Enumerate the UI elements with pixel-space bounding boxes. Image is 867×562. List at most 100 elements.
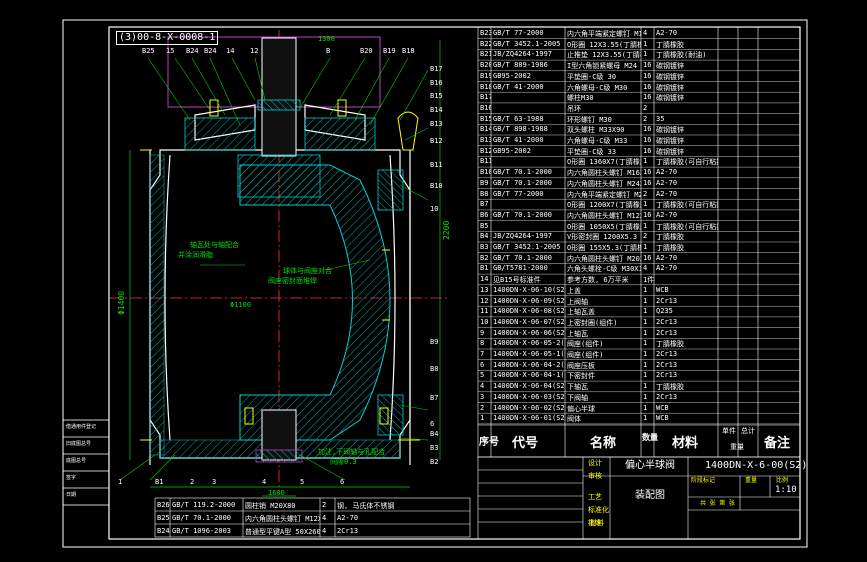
part-qty: 1 bbox=[643, 382, 648, 391]
part-mat: WCB bbox=[656, 285, 669, 294]
ratio-label: 比例 bbox=[776, 477, 789, 484]
note-left2: 并涂润滑脂 bbox=[178, 251, 213, 259]
bonnet-flange-right bbox=[304, 117, 376, 151]
part-qty: 2 bbox=[643, 232, 648, 241]
bottom-part-code: GB/T 119.2-2000 bbox=[172, 501, 236, 509]
drawing-type: 装配图 bbox=[635, 490, 665, 501]
upper-stem-seal bbox=[257, 99, 301, 111]
callout-right: B14 bbox=[430, 106, 443, 114]
part-code: 1400DN-X-06-10(S2) bbox=[493, 285, 565, 294]
part-qty: 1 bbox=[643, 403, 648, 412]
part-name: 阀座(组件) bbox=[567, 340, 604, 349]
part-mat: A2-70 bbox=[656, 264, 678, 273]
bottom-part-name: 圆柱销 M20X80 bbox=[245, 502, 296, 510]
material-label: 材料 bbox=[590, 519, 604, 527]
part-no: B6 bbox=[480, 210, 489, 219]
part-code: GB95-2002 bbox=[493, 146, 531, 155]
part-code: 1400DN-X-06-04-1(S2) bbox=[493, 371, 565, 380]
part-qty: 16 bbox=[643, 125, 652, 134]
part-qty: 1 bbox=[643, 317, 648, 326]
part-no: B22 bbox=[480, 39, 491, 48]
bottom-part-mat: A2-70 bbox=[337, 514, 359, 522]
dim-top: 1300 bbox=[318, 35, 335, 43]
title-label: 审核 bbox=[588, 472, 602, 480]
part-code: GB95-2002 bbox=[493, 71, 531, 80]
part-qty: 1 bbox=[643, 328, 648, 337]
part-qty: 1 bbox=[643, 157, 648, 166]
part-code: 1400DN-X-06-09(S2) bbox=[493, 296, 565, 305]
callout-top: B19 bbox=[383, 47, 396, 55]
part-no: 11 bbox=[480, 307, 489, 316]
bonnet-flange-left bbox=[184, 117, 256, 151]
callout-top: B20 bbox=[360, 47, 373, 55]
part-qty: 4 bbox=[643, 264, 648, 273]
title-label: 批准 bbox=[588, 519, 602, 527]
part-name: O形圈 155X5.3(丁腈橡胶) bbox=[567, 244, 641, 252]
part-mat: 2Cr13 bbox=[656, 317, 678, 326]
part-no: 2 bbox=[480, 403, 485, 412]
part-qty: 1 bbox=[643, 285, 648, 294]
callout-top: B18 bbox=[402, 47, 415, 55]
part-mat: A2-70 bbox=[656, 210, 678, 219]
bottom-part-no: B25 bbox=[157, 514, 170, 522]
part-name: 上轴瓦盖 bbox=[567, 308, 595, 317]
part-no: B8 bbox=[480, 189, 489, 198]
part-qty: 1 bbox=[643, 371, 648, 380]
part-name: I型六角锁紧螺母 M24 bbox=[567, 62, 638, 71]
note-ball2: 阀座密封面堆焊 bbox=[268, 277, 317, 285]
left-side-box bbox=[62, 419, 110, 506]
part-name: 上盖 bbox=[567, 286, 581, 295]
part-qty: 1 bbox=[643, 350, 648, 358]
part-code: 1400DN-X-06-05-2(S2) bbox=[493, 339, 565, 348]
part-name: 螺柱M30 bbox=[567, 94, 594, 103]
part-mat: 丁腈橡胶 bbox=[656, 40, 684, 49]
part-name: 阀座压板 bbox=[567, 361, 595, 370]
inner-frame bbox=[108, 26, 801, 540]
part-name: 内六角平端紧定螺钉 M12X20 bbox=[567, 30, 641, 38]
part-code: GB/T 63-1988 bbox=[493, 114, 544, 123]
part-no: 4 bbox=[480, 382, 485, 391]
callout-top: 15 bbox=[166, 47, 175, 55]
part-code: GB/T 70.1-2000 bbox=[493, 253, 553, 262]
part-name: 内六角圆柱头螺钉 M12X20 bbox=[567, 211, 641, 220]
assembly-name: 偏心半球阀 bbox=[625, 460, 675, 471]
left-box-label: 旧底图总号 bbox=[66, 441, 92, 447]
left-box-label: 借通用件登记 bbox=[66, 424, 97, 430]
callout-right: B17 bbox=[430, 65, 443, 73]
part-mat: 碳钢镀锌 bbox=[656, 147, 684, 156]
part-no: 7 bbox=[480, 350, 485, 358]
part-name: 下密封件 bbox=[567, 372, 595, 381]
left-box-label: 日期 bbox=[66, 492, 77, 498]
part-name: 止推垫 12X3.55(丁腈橡胶) bbox=[567, 51, 641, 60]
part-qty: 16 bbox=[643, 61, 652, 70]
part-code: 1400DN-X-06-04-2(S2) bbox=[493, 360, 565, 369]
callout-top: 12 bbox=[250, 47, 259, 55]
part-code: 1400DN-X-06-08(S2) bbox=[493, 307, 565, 316]
part-mat: WCB bbox=[656, 414, 669, 423]
part-qty: 1 bbox=[643, 307, 648, 316]
part-no: 3 bbox=[480, 392, 485, 401]
part-code: GB/T 3452.1-2005 bbox=[493, 39, 561, 48]
part-mat: A2-70 bbox=[656, 168, 678, 177]
bottom-part-no: B26 bbox=[157, 501, 170, 509]
part-no: 8 bbox=[480, 339, 485, 348]
part-mat: 丁腈橡胶(可自行粘接) bbox=[656, 201, 718, 210]
callout-top: B25 bbox=[142, 47, 155, 55]
part-no: B17 bbox=[480, 93, 491, 102]
bottom-part-code: GB/T 1096-2003 bbox=[172, 527, 232, 535]
part-mat: 2Cr13 bbox=[656, 296, 678, 305]
part-qty: 1 bbox=[643, 50, 648, 59]
part-code: GB/T 77-2000 bbox=[493, 29, 544, 37]
part-no: 9 bbox=[480, 328, 485, 337]
callout-bottom: 1 bbox=[118, 478, 123, 486]
bottom-part-name: 内六角圆柱头螺钉 M12X20 bbox=[245, 515, 320, 523]
part-qty: 16 bbox=[643, 136, 652, 144]
part-name: 内六角圆柱头螺钉 M24X45 bbox=[567, 179, 641, 188]
drawing-no: 1400DN-X-6-00(S2) bbox=[705, 460, 808, 471]
part-qty: 1 bbox=[643, 360, 648, 369]
part-mat: 丁腈橡胶 bbox=[656, 233, 684, 242]
part-mat: 碳钢镀锌 bbox=[656, 72, 684, 81]
part-code: GB/T 3452.1-2005 bbox=[493, 243, 561, 251]
part-name: 内六角圆柱头螺钉 M20X50 bbox=[567, 254, 641, 263]
